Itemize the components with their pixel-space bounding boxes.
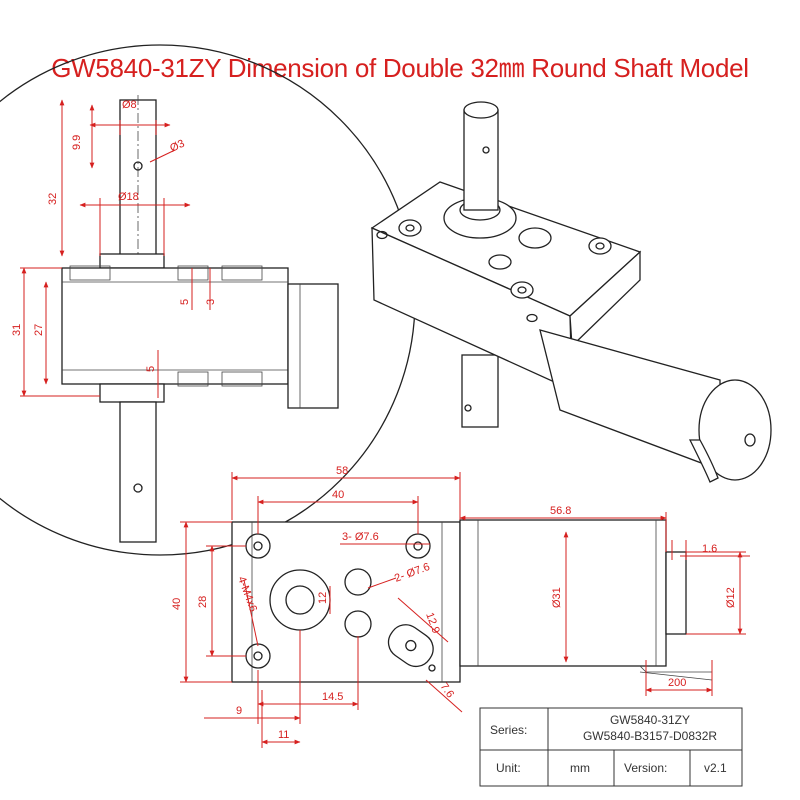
isometric-view — [370, 101, 772, 483]
dim-width-58: 58 — [336, 465, 348, 477]
unit-value: mm — [570, 761, 590, 775]
bottom-shaft — [119, 401, 157, 543]
dim-9: 9 — [236, 705, 242, 717]
dim-7-6: 7.6 — [438, 681, 457, 700]
dim-width-40: 40 — [332, 489, 344, 501]
dim-motor-diameter: Ø31 — [551, 587, 563, 608]
dim-hole-phi3: Ø3 — [168, 138, 186, 155]
dim-shaft-length: 32 — [47, 193, 59, 205]
version-value: v2.1 — [704, 761, 727, 775]
dim-1-6: 1.6 — [702, 543, 717, 555]
motor-end-cap — [698, 379, 772, 481]
dim-5-top: 5 — [179, 299, 191, 305]
dim-height-40: 40 — [171, 598, 183, 610]
dim-height-27: 27 — [33, 324, 45, 336]
dim-boss-diameter: Ø18 — [118, 191, 139, 203]
dim-holes-3: 3- Ø7.6 — [342, 531, 379, 543]
dim-height-31: 31 — [11, 324, 23, 336]
dim-shaft-diameter: Ø8 — [122, 99, 137, 111]
dim-3: 3 — [205, 299, 217, 305]
dim-height-28: 28 — [197, 596, 209, 608]
unit-label: Unit: — [496, 761, 521, 775]
dim-wire-200: 200 — [668, 677, 686, 689]
dim-11: 11 — [278, 729, 289, 741]
dim-offset-12: 12 — [317, 592, 329, 604]
series-value-1: GW5840-31ZY — [610, 713, 690, 727]
drawing-title: GW5840-31ZY Dimension of Double 32㎜ Roun… — [51, 53, 749, 83]
front-motor — [459, 519, 667, 667]
motor-stub — [287, 283, 339, 409]
dim-motor-length: 56.8 — [550, 505, 571, 517]
series-label: Series: — [490, 723, 527, 737]
detail-side-view: Ø8 9.9 Ø3 32 Ø18 5 3 31 27 5 — [0, 44, 416, 556]
dim-shaft-12: Ø12 — [725, 587, 737, 608]
series-value-2: GW5840-B3157-D0832R — [583, 729, 717, 743]
dim-5-bottom: 5 — [145, 366, 157, 372]
gearbox-body — [61, 267, 289, 385]
title-block: Series: GW5840-31ZY GW5840-B3157-D0832R … — [479, 707, 743, 787]
front-view — [231, 519, 713, 683]
dim-14-5: 14.5 — [322, 691, 343, 703]
dim-shaft-flat: 9.9 — [71, 135, 83, 150]
version-label: Version: — [624, 761, 667, 775]
box-side — [569, 250, 641, 348]
iso-top-shaft — [463, 109, 499, 211]
